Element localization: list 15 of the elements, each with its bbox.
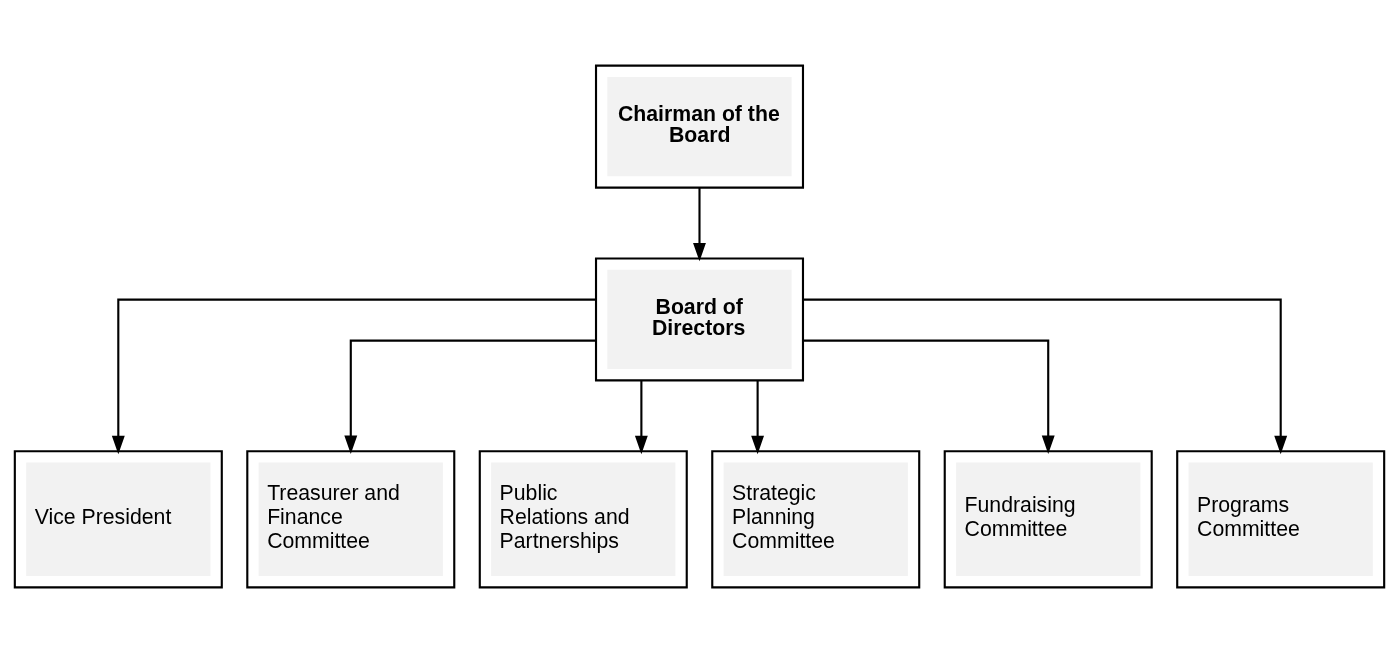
node-box: Treasurer and Finance Committee (246, 450, 456, 589)
arrow (344, 339, 596, 454)
node-box: Board of Directors (594, 257, 805, 382)
arrow (803, 339, 1055, 454)
arrow (751, 380, 765, 455)
arrow (803, 298, 1288, 455)
node-box: Chairman of the Board (594, 64, 805, 189)
arrow (634, 380, 648, 455)
arrow (111, 298, 596, 455)
node-box: Fundraising Committee (943, 450, 1153, 589)
node-box: Public Relations and Partnerships (478, 450, 688, 589)
node-box: Strategic Planning Committee (711, 450, 921, 589)
node-box: Programs Committee (1176, 450, 1386, 589)
node-box: Vice President (13, 450, 223, 589)
arrow (693, 187, 706, 262)
